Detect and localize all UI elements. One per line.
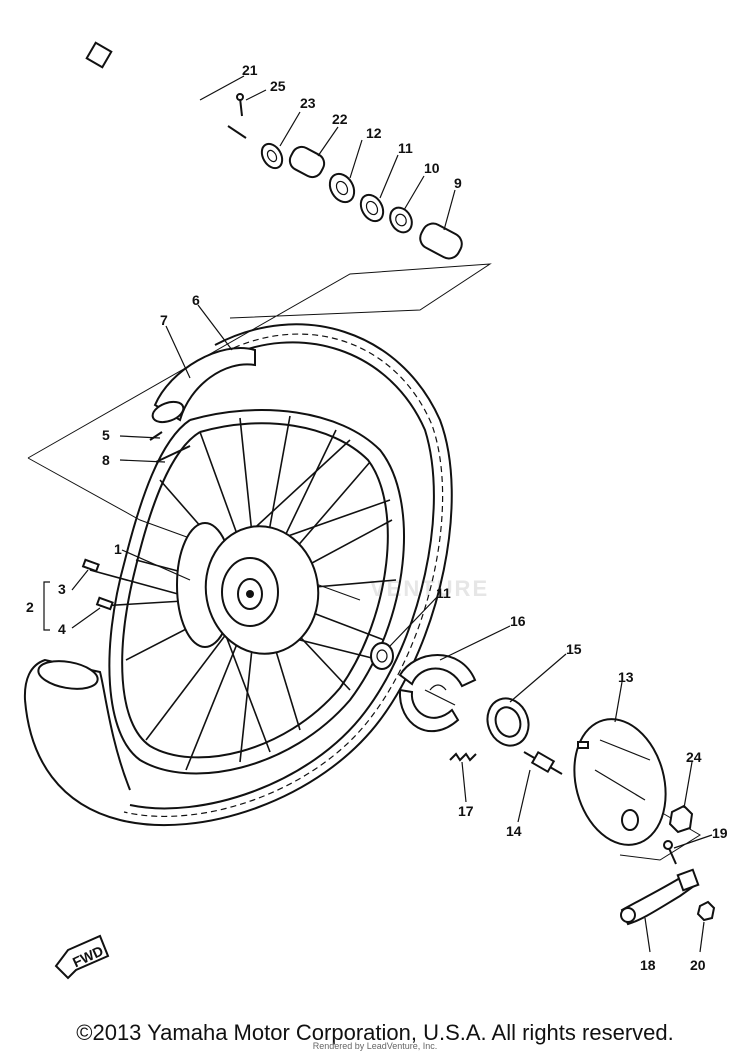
- oil-seal: [486, 697, 530, 747]
- bolt: [236, 93, 244, 117]
- part-label-16: 16: [510, 613, 526, 629]
- part-label-19: 19: [712, 825, 728, 841]
- spoke-nipples: [81, 558, 114, 611]
- brake-spring: [449, 752, 477, 762]
- part-label-22: 22: [332, 111, 348, 127]
- axle-nut: [668, 804, 694, 834]
- part-label-25: 25: [270, 78, 286, 94]
- axle-spacers-bearings: [260, 142, 463, 260]
- part-label-18: 18: [640, 957, 656, 973]
- cam-lever-bolt: [663, 840, 677, 865]
- tire: [23, 323, 453, 827]
- part-label-8: 8: [102, 452, 110, 468]
- brake-camshaft: [523, 750, 563, 775]
- brake-plate: [573, 718, 667, 846]
- axle: [85, 41, 247, 139]
- rendered-by-notice: Rendered by LeadVenture, Inc.: [312, 1041, 438, 1051]
- brake-shoes: [398, 654, 477, 733]
- part-label-2: 2: [26, 599, 34, 615]
- part-label-11-lower: 11: [436, 585, 451, 601]
- part-label-21: 21: [242, 62, 258, 78]
- part-label-9: 9: [454, 175, 462, 191]
- leader-lines: [43, 75, 713, 953]
- hub: [176, 522, 320, 655]
- lever-nut: [696, 900, 716, 922]
- rim: [108, 409, 405, 775]
- part-label-12: 12: [366, 125, 382, 141]
- part-label-7: 7: [160, 312, 168, 328]
- inner-tube: [149, 347, 256, 463]
- part-label-11: 11: [398, 140, 413, 156]
- part-label-14: 14: [506, 823, 522, 839]
- part-label-15: 15: [566, 641, 582, 657]
- part-label-17: 17: [458, 803, 474, 819]
- part-label-23: 23: [300, 95, 316, 111]
- part-label-10: 10: [424, 160, 440, 176]
- hub-bearing: [370, 642, 394, 670]
- part-label-3: 3: [58, 581, 66, 597]
- part-label-5: 5: [102, 427, 110, 443]
- part-labels: 21 25 23 22 12 11 10 9 6 7 5 8 1 3 2 4 1…: [26, 62, 728, 973]
- part-label-13: 13: [618, 669, 634, 685]
- part-label-24: 24: [686, 749, 702, 765]
- fwd-arrow: FWD: [54, 934, 110, 980]
- cam-lever: [620, 868, 700, 926]
- part-label-1: 1: [114, 541, 122, 557]
- part-label-4: 4: [58, 621, 66, 637]
- copyright-notice: ©2013 Yamaha Motor Corporation, U.S.A. A…: [76, 1020, 674, 1045]
- exploded-wheel-diagram: FWD 21 25 23 22 12 11: [23, 41, 728, 980]
- part-label-20: 20: [690, 957, 706, 973]
- part-label-6: 6: [192, 292, 200, 308]
